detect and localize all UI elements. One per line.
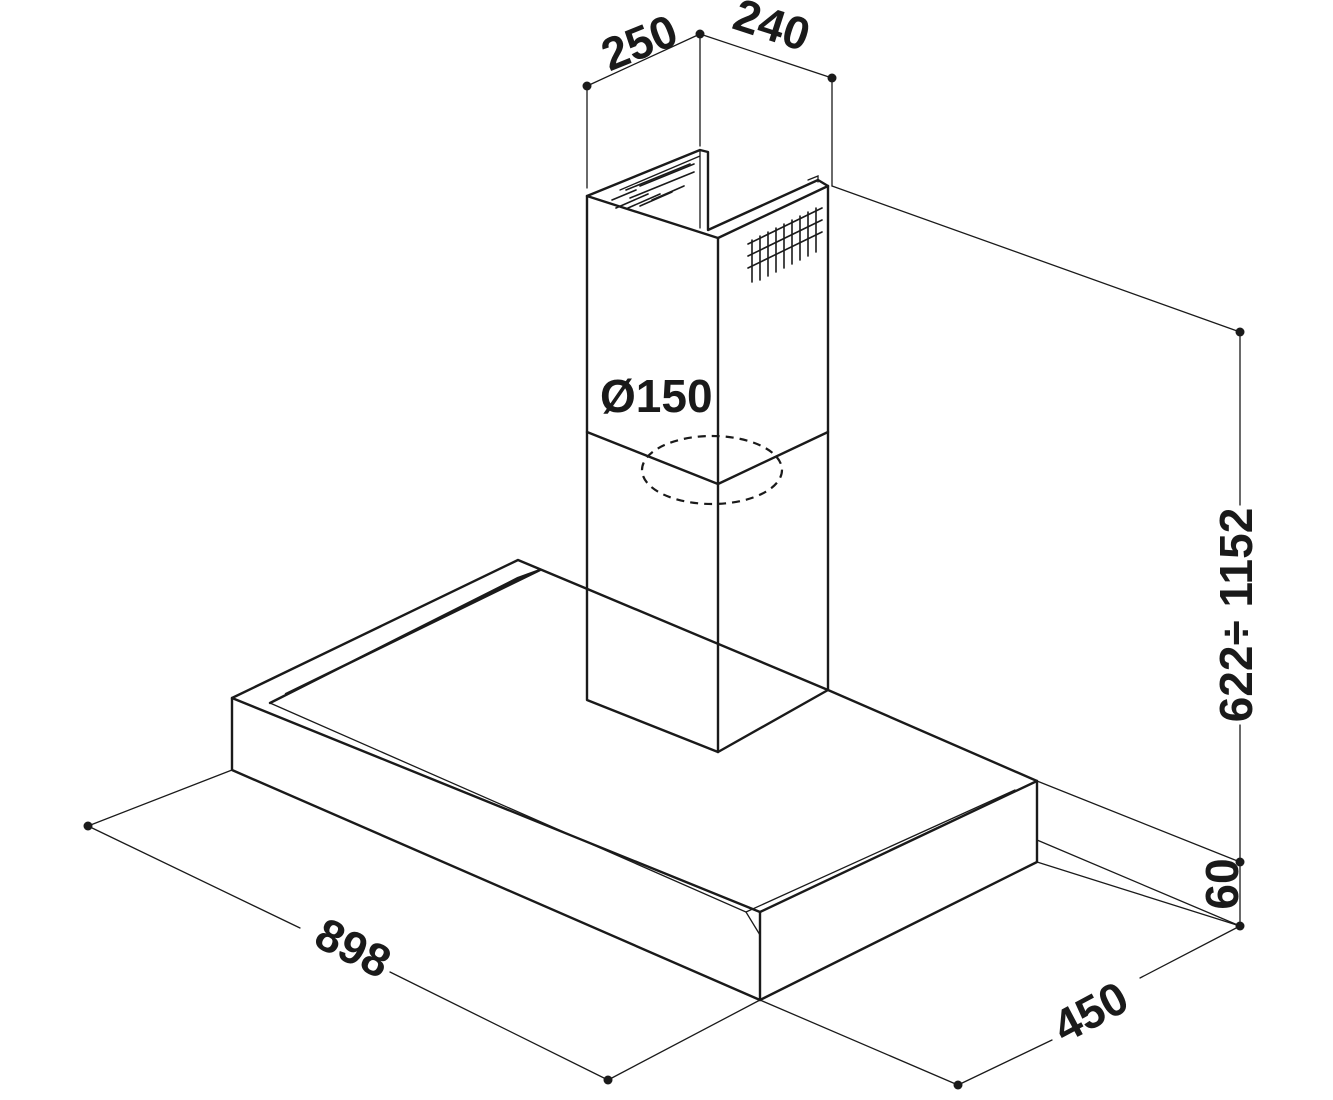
dim-line-450-left [957, 1039, 1053, 1086]
dim-line-450-right [1139, 925, 1241, 979]
dim-line-898-right [389, 971, 609, 1081]
canopy-bevel-side [745, 789, 1016, 913]
dim-line-250 [586, 33, 701, 87]
label-hood-width: 898 [307, 907, 399, 988]
dim-line-240 [699, 33, 833, 79]
chimney-top-rim [585, 148, 830, 232]
chimney-right-flange [807, 175, 819, 183]
canopy-side-face [758, 779, 1039, 1002]
filter-strip-inner [279, 573, 529, 699]
dim-line-898-left [87, 825, 301, 929]
label-hood-depth: 450 [1044, 971, 1136, 1053]
chimney-right-face [716, 184, 830, 754]
duct-outlet-outline [640, 434, 784, 506]
label-canopy-height: 60 [1196, 858, 1248, 909]
canopy-top-surface [230, 558, 1039, 914]
chimney-back-flange [619, 149, 701, 229]
back-vents [611, 163, 695, 209]
side-vents [747, 207, 823, 283]
chimney-joint-line [585, 430, 830, 486]
label-duct-diameter: Ø150 [600, 370, 713, 422]
label-chimney-depth: 240 [727, 0, 816, 61]
chimney [585, 148, 830, 754]
label-chimney-width: 250 [594, 4, 685, 81]
dimension-lines [83, 29, 1245, 1090]
canopy-front-face [230, 696, 762, 1002]
label-height-range: 622÷ 1152 [1210, 508, 1262, 723]
chimney-left-face [585, 194, 720, 754]
